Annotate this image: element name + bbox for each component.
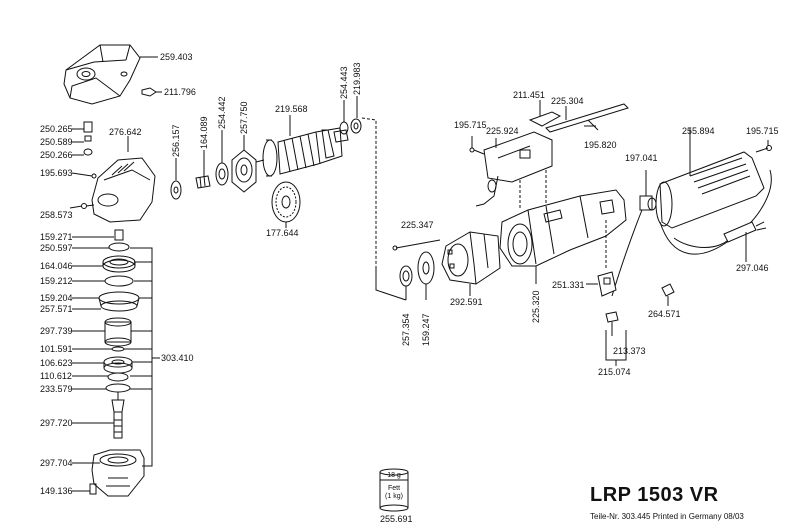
label-215074: 215.074 [598, 367, 631, 377]
switch-plate-part-225924 [469, 131, 553, 207]
assembly-line [361, 117, 377, 266]
label-164046: 164.046 [40, 261, 73, 271]
label-276642: 276.642 [109, 127, 142, 137]
label-219983: 219.983 [352, 62, 362, 95]
spindle-stack [89, 229, 145, 497]
footer-text: Teile-Nr. 303.445 Printed in Germany 08/… [590, 512, 744, 521]
screw-part-195715-right [755, 140, 772, 153]
label-254442: 254.442 [217, 96, 227, 129]
grease-can-label-2: (1 kg) [385, 493, 403, 500]
label-225320: 225.320 [531, 290, 541, 323]
label-257571: 257.571 [40, 304, 73, 314]
screw-part-258573 [69, 203, 95, 209]
label-159212: 159.212 [40, 276, 73, 286]
cover-part-255894 [655, 128, 765, 229]
label-251331: 251.331 [552, 280, 585, 290]
bearing-part-254443 [339, 96, 362, 135]
gear-part-177644 [271, 181, 301, 228]
label-159247: 159.247 [421, 313, 431, 346]
label-250266: 250.266 [40, 150, 73, 160]
grease-can-weight: 18 g [387, 472, 401, 479]
label-233579: 233.579 [40, 384, 73, 394]
washer-part-159247 [417, 251, 435, 300]
label-255691: 255.691 [380, 514, 413, 524]
screw-part-211796 [141, 87, 162, 97]
label-195715-left: 195.715 [454, 120, 487, 130]
label-258573: 258.573 [40, 210, 73, 220]
bearing-part-254442 [215, 130, 229, 186]
model-title: LRP 1503 VR [590, 484, 719, 506]
label-255894: 255.894 [682, 126, 715, 136]
grease-can [379, 468, 409, 512]
carbon-brush-part-264571 [661, 283, 675, 306]
cable-grommet-part-197041 [639, 170, 657, 211]
washer-part-256157 [170, 158, 182, 200]
label-259403: 259.403 [160, 52, 193, 62]
label-297046: 297.046 [736, 263, 769, 273]
assembly-line-2 [375, 266, 407, 301]
label-197041: 197.041 [625, 153, 658, 163]
label-292591: 292.591 [450, 297, 483, 307]
label-250265: 250.265 [40, 124, 73, 134]
stator-part-292591 [441, 231, 501, 296]
pinion-part-164089 [195, 150, 211, 189]
label-264571: 264.571 [648, 309, 681, 319]
bearing-plate-part-257750 [231, 135, 257, 193]
label-159204: 159.204 [40, 293, 73, 303]
label-297739: 297.739 [40, 326, 73, 336]
label-195693: 195.693 [40, 168, 73, 178]
label-297704: 297.704 [40, 458, 73, 468]
screw-part-250265 [72, 121, 93, 156]
label-177644: 177.644 [266, 228, 299, 238]
label-250597: 250.597 [40, 243, 73, 253]
label-101591: 101.591 [40, 344, 73, 354]
label-149136: 149.136 [40, 486, 73, 496]
label-225924: 225.924 [486, 126, 519, 136]
screw-part-195693 [71, 172, 97, 179]
label-297720: 297.720 [40, 418, 73, 428]
label-195715-right: 195.715 [746, 126, 779, 136]
switch-housing-part [63, 44, 158, 105]
label-164089: 164.089 [199, 116, 209, 149]
label-225347: 225.347 [401, 220, 434, 230]
label-250589: 250.589 [40, 137, 73, 147]
label-110612: 110.612 [40, 371, 72, 381]
grease-can-label-1: Fett [387, 485, 401, 492]
label-256157: 256.157 [171, 124, 181, 157]
motor-housing-part [499, 189, 627, 284]
switch-rod-part-225304 [545, 103, 629, 133]
label-159271: 159.271 [40, 232, 73, 242]
label-195820: 195.820 [584, 140, 617, 150]
label-303410: 303.410 [161, 353, 194, 363]
bearing-part-257354 [399, 265, 413, 300]
switch-part-251331 [586, 271, 619, 336]
label-257750: 257.750 [239, 101, 249, 134]
label-211451: 211.451 [513, 90, 545, 100]
label-211796: 211.796 [164, 87, 196, 97]
armature-part-219568 [255, 115, 349, 177]
label-106623: 106.623 [40, 358, 73, 368]
screw-part-225347 [392, 239, 441, 251]
label-219568: 219.568 [275, 104, 308, 114]
label-213373: 213.373 [613, 346, 646, 356]
leader-lines-left [72, 236, 160, 492]
label-257354: 257.354 [401, 313, 411, 346]
switch-slider-part-211451 [528, 100, 562, 127]
label-254443: 254.443 [339, 66, 349, 99]
gear-housing-part [91, 136, 156, 223]
label-225304: 225.304 [551, 96, 584, 106]
